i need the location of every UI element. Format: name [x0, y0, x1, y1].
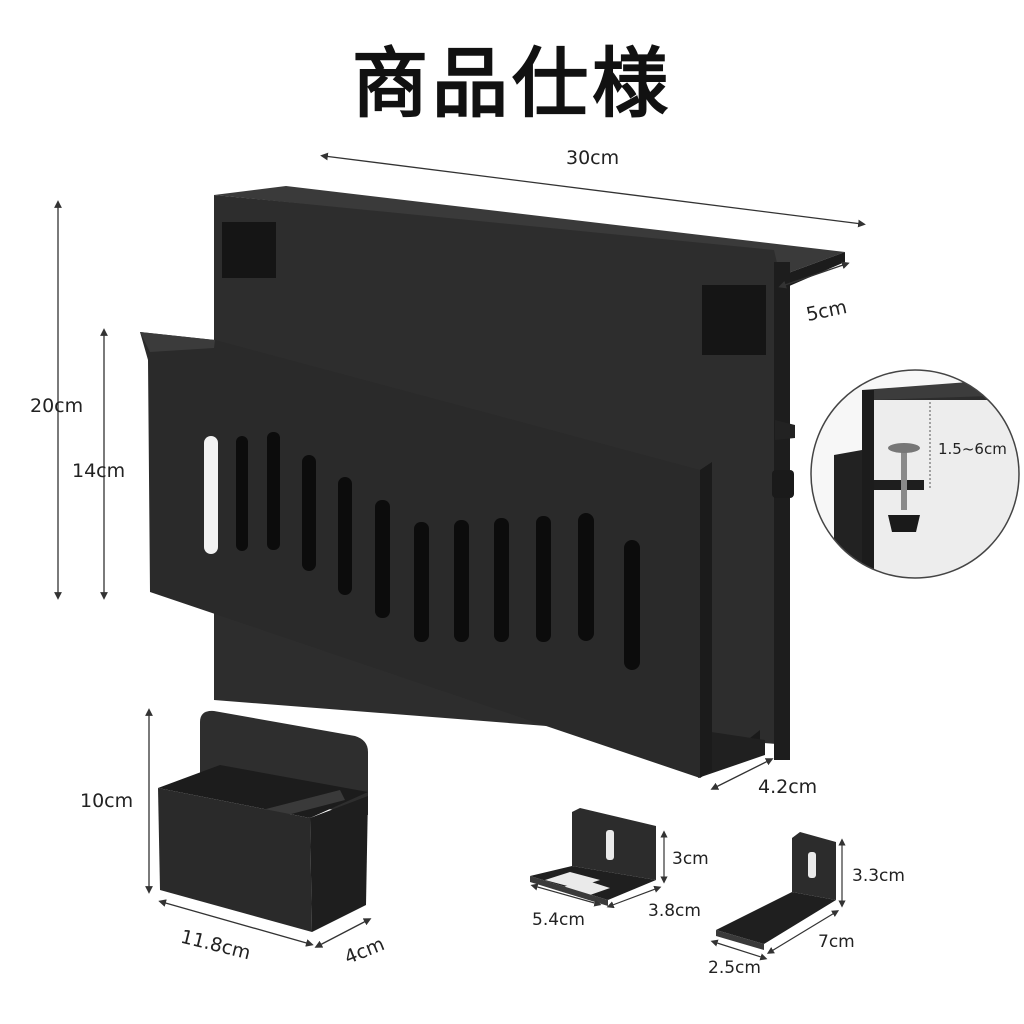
small-hook-dimension-lines	[530, 830, 668, 909]
cup-holder-image	[158, 710, 368, 932]
cup-height-label: 10cm	[80, 790, 134, 812]
main-rack-image	[140, 186, 845, 778]
large-hook-dimension-lines	[710, 838, 846, 961]
large-hook-height-label: 3.3cm	[852, 866, 905, 886]
small-hook-depth-label: 3.8cm	[648, 901, 701, 921]
rack-front-height-label: 14cm	[72, 460, 126, 482]
rack-bottom-depth-label: 4.2cm	[758, 776, 818, 798]
large-hook-depth-label: 7cm	[818, 932, 855, 952]
velcro-pad	[222, 222, 276, 278]
small-hook-height-label: 3cm	[672, 849, 709, 869]
page-title: 商品仕様	[352, 39, 672, 128]
large-hook-width-label: 2.5cm	[708, 958, 761, 978]
velcro-pad	[702, 285, 766, 355]
small-hook-image	[530, 808, 656, 906]
rack-height-label: 20cm	[30, 395, 84, 417]
clamp-range-label: 1.5~6cm	[938, 440, 1007, 458]
dimension-lines	[54, 152, 866, 790]
cup-dimension-lines	[145, 708, 372, 948]
rack-width-label: 30cm	[566, 147, 620, 169]
clamp-detail-image	[810, 369, 1020, 579]
small-hook-width-label: 5.4cm	[532, 910, 585, 930]
